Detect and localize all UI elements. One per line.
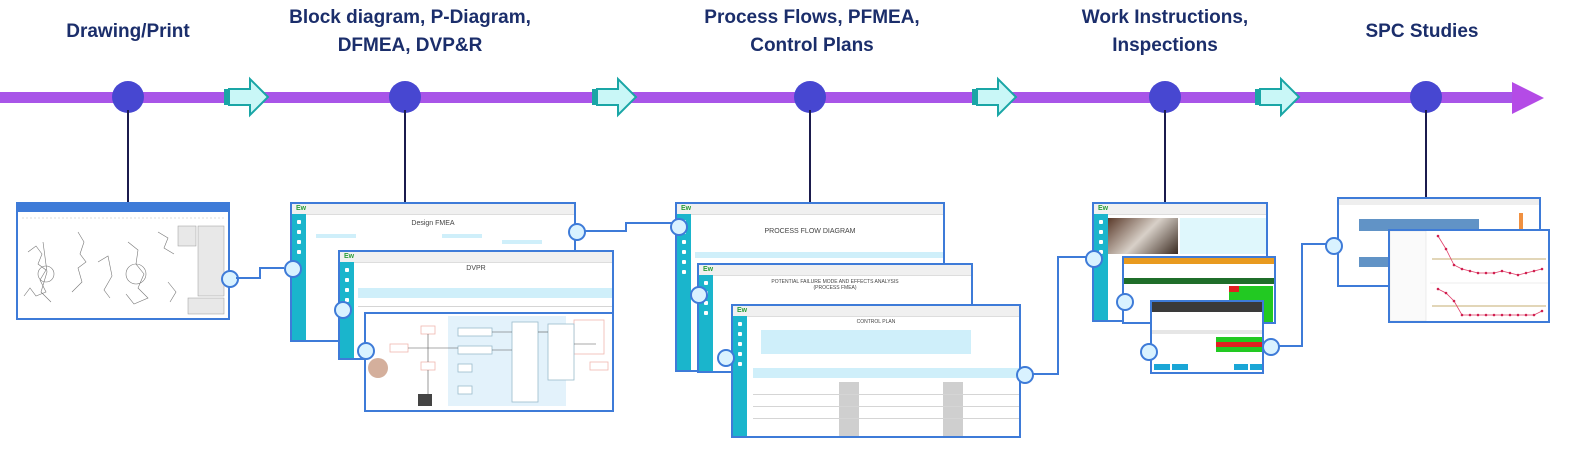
- connector-dot: [1085, 250, 1103, 268]
- connector-dot: [1016, 366, 1034, 384]
- timeline-node: [112, 81, 144, 113]
- stage-title-process: Process Flows, PFMEA, Control Plans: [662, 4, 962, 60]
- inspection-entry-screenshot: [1150, 300, 1264, 374]
- stage-title-line: Inspections: [1112, 35, 1218, 56]
- connector-dot: [221, 270, 239, 288]
- app-sidebar: [292, 214, 306, 340]
- timeline-arrowhead-icon: [1512, 82, 1544, 114]
- timeline-bar: [0, 92, 1515, 103]
- engineering-drawing-image: [22, 217, 225, 315]
- connector-line: [1278, 345, 1302, 347]
- connector-dot: [284, 260, 302, 278]
- timeline-node: [1149, 81, 1181, 113]
- drawing-header: [18, 204, 228, 212]
- timeline-stem: [1164, 110, 1166, 202]
- stage-title-line: Block diagram, P-Diagram,: [289, 7, 531, 28]
- control-plan-screenshot: Ew CONTROL PLAN: [731, 304, 1021, 438]
- block-diagram-screenshot: [364, 312, 614, 412]
- inspection-action-button: [1172, 364, 1188, 370]
- form-title: DVPR: [466, 265, 486, 272]
- stage-title-spc: SPC Studies: [1322, 18, 1522, 46]
- step-arrow-icon: [972, 76, 1018, 118]
- connector-line: [1057, 256, 1059, 375]
- stage-title-drawing: Drawing/Print: [28, 18, 228, 46]
- stage-title-line: DFMEA, DVP&R: [337, 35, 483, 56]
- app-logo: Ew: [681, 205, 692, 212]
- connector-line: [625, 222, 627, 232]
- block-diagram-image: [368, 316, 609, 406]
- stage-title-line: Process Flows, PFMEA,: [704, 7, 920, 28]
- connector-dot: [568, 223, 586, 241]
- connector-line: [259, 267, 284, 269]
- stage-title-line: Control Plans: [750, 35, 874, 56]
- connector-dot: [1140, 343, 1158, 361]
- connector-dot: [690, 286, 708, 304]
- app-logo: Ew: [1098, 205, 1109, 212]
- app-logo: Ew: [344, 253, 355, 260]
- stage-title-work-instructions: Work Instructions, Inspections: [1020, 4, 1310, 60]
- form-title: CONTROL PLAN: [856, 319, 896, 325]
- connector-line: [236, 277, 260, 279]
- timeline-stem: [1425, 110, 1427, 198]
- inspection-action-button: [1154, 364, 1170, 370]
- connector-line: [259, 267, 261, 279]
- timeline-node: [794, 81, 826, 113]
- connector-line: [584, 230, 626, 232]
- connector-dot: [1116, 293, 1134, 311]
- form-title: PROCESS FLOW DIAGRAM: [764, 228, 856, 235]
- app-sidebar: [1094, 214, 1108, 320]
- inspection-action-button: [1234, 364, 1248, 370]
- connector-dot: [334, 301, 352, 319]
- app-logo: Ew: [703, 266, 714, 273]
- connector-dot: [1325, 237, 1343, 255]
- form-title: POTENTIAL FAILURE MODE AND EFFECTS ANALY…: [771, 279, 899, 291]
- connector-line: [1057, 256, 1087, 258]
- step-arrow-icon: [592, 76, 638, 118]
- connector-line: [1301, 243, 1327, 245]
- connector-dot: [670, 218, 688, 236]
- timeline-stem: [404, 110, 406, 202]
- stage-title-line: SPC Studies: [1365, 21, 1479, 42]
- spc-control-chart: [1390, 231, 1548, 321]
- connector-line: [1032, 373, 1058, 375]
- form-title: Design FMEA: [411, 220, 455, 227]
- connector-line: [625, 222, 680, 224]
- step-arrow-icon: [224, 76, 270, 118]
- app-logo: Ew: [737, 307, 748, 314]
- work-instruction-photo: [1108, 218, 1178, 254]
- timeline-node: [1410, 81, 1442, 113]
- spc-capability-screenshot: [1388, 229, 1550, 323]
- step-arrow-icon: [1255, 76, 1301, 118]
- connector-dot: [717, 349, 735, 367]
- stage-title-design: Block diagram, P-Diagram, DFMEA, DVP&R: [260, 4, 560, 60]
- app-logo: Ew: [296, 205, 307, 212]
- stage-title-line: Work Instructions,: [1081, 7, 1249, 28]
- app-sidebar: [733, 316, 747, 436]
- drawing-screenshot: [16, 202, 230, 320]
- timeline-stem: [127, 110, 129, 202]
- inspection-action-button: [1250, 364, 1262, 370]
- connector-line: [1301, 243, 1303, 347]
- timeline-stem: [809, 110, 811, 202]
- connector-dot: [1262, 338, 1280, 356]
- stage-title-line: Drawing/Print: [66, 21, 190, 42]
- timeline-node: [389, 81, 421, 113]
- app-sidebar: [677, 214, 691, 370]
- connector-dot: [357, 342, 375, 360]
